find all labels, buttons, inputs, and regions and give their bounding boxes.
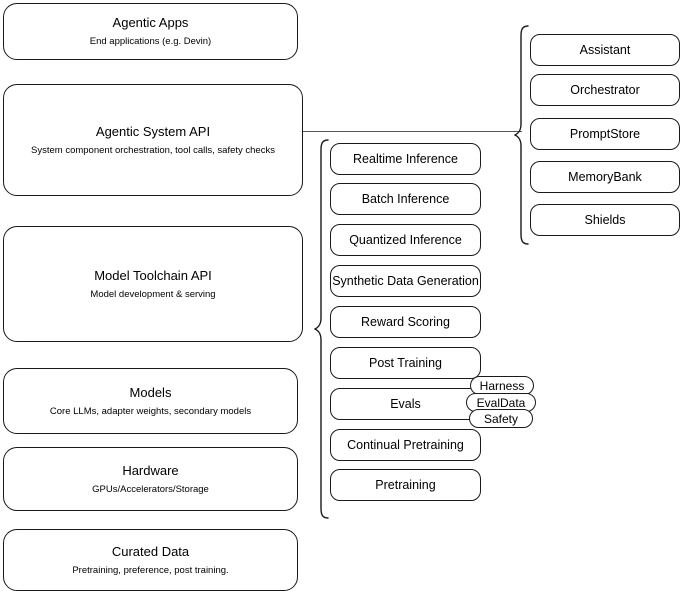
capability-label: Evals xyxy=(390,396,421,411)
tag-pill-evaldata[interactable]: EvalData xyxy=(466,393,536,412)
layer-box-agentic-system-api[interactable]: Agentic System API System component orch… xyxy=(3,84,303,196)
component-label: Orchestrator xyxy=(570,82,640,97)
layer-subtitle: Core LLMs, adapter weights, secondary mo… xyxy=(49,405,252,417)
layer-title: Curated Data xyxy=(111,543,190,559)
capability-box-evals[interactable]: Evals xyxy=(330,388,481,420)
capability-box-continual-pretraining[interactable]: Continual Pretraining xyxy=(330,429,481,461)
component-label: PromptStore xyxy=(569,126,641,141)
capability-label: Post Training xyxy=(369,355,442,370)
layer-box-curated-data[interactable]: Curated Data Pretraining, preference, po… xyxy=(3,529,298,591)
capability-box-pretraining[interactable]: Pretraining xyxy=(330,469,481,501)
tag-pill-safety[interactable]: Safety xyxy=(469,409,533,428)
connector-line-system-api-to-components xyxy=(303,131,522,132)
capability-box-post-training[interactable]: Post Training xyxy=(330,347,481,379)
layer-subtitle: Pretraining, preference, post training. xyxy=(72,564,229,576)
layer-subtitle: End applications (e.g. Devin) xyxy=(89,36,212,47)
component-box-orchestrator[interactable]: Orchestrator xyxy=(530,74,680,106)
layer-title: Model Toolchain API xyxy=(94,267,212,283)
layer-box-hardware[interactable]: Hardware GPUs/Accelerators/Storage xyxy=(3,447,298,511)
capability-label: Reward Scoring xyxy=(361,314,450,329)
brace-right-column xyxy=(514,24,530,246)
layer-box-model-toolchain-api[interactable]: Model Toolchain API Model development & … xyxy=(3,226,303,342)
component-box-memorybank[interactable]: MemoryBank xyxy=(530,161,680,193)
layer-box-models[interactable]: Models Core LLMs, adapter weights, secon… xyxy=(3,368,298,434)
capability-label: Pretraining xyxy=(375,477,436,492)
component-label: Assistant xyxy=(579,42,631,57)
capability-label: Continual Pretraining xyxy=(347,437,464,452)
component-box-promptstore[interactable]: PromptStore xyxy=(530,118,680,150)
layer-title: Hardware xyxy=(122,462,179,478)
layer-subtitle: GPUs/Accelerators/Storage xyxy=(92,483,209,495)
capability-label: Realtime Inference xyxy=(353,151,458,166)
layer-title: Agentic System API xyxy=(95,123,211,139)
capability-box-realtime-inference[interactable]: Realtime Inference xyxy=(330,143,481,175)
capability-box-quantized-inference[interactable]: Quantized Inference xyxy=(330,224,481,256)
component-label: MemoryBank xyxy=(568,169,642,184)
capability-label: Quantized Inference xyxy=(349,232,462,247)
component-box-shields[interactable]: Shields xyxy=(530,204,680,236)
tag-label: Safety xyxy=(483,411,519,426)
capability-label: Batch Inference xyxy=(361,191,450,206)
layer-title: Agentic Apps xyxy=(112,15,189,30)
brace-middle-column xyxy=(314,138,330,520)
capability-box-synthetic-data-generation[interactable]: Synthetic Data Generation xyxy=(330,265,481,297)
component-label: Shields xyxy=(584,212,626,227)
layer-box-agentic-apps[interactable]: Agentic Apps End applications (e.g. Devi… xyxy=(3,3,298,60)
component-box-assistant[interactable]: Assistant xyxy=(530,34,680,66)
layer-subtitle: System component orchestration, tool cal… xyxy=(31,144,275,156)
tag-label: EvalData xyxy=(476,395,526,410)
capability-label: Synthetic Data Generation xyxy=(332,273,479,288)
layer-title: Models xyxy=(129,384,172,400)
capability-box-batch-inference[interactable]: Batch Inference xyxy=(330,183,481,215)
tag-label: Harness xyxy=(479,378,525,393)
layer-subtitle: Model development & serving xyxy=(90,288,216,300)
capability-box-reward-scoring[interactable]: Reward Scoring xyxy=(330,306,481,338)
